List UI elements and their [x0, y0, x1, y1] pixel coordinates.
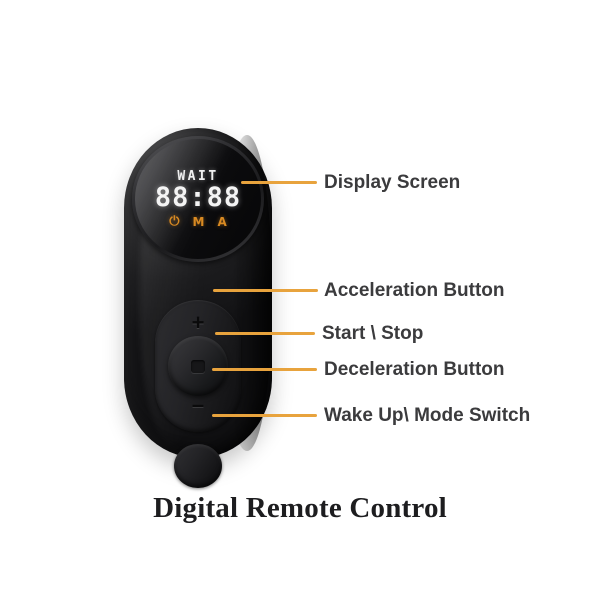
page-title: Digital Remote Control: [153, 492, 447, 524]
callout-label-start-stop: Start \ Stop: [322, 323, 424, 344]
acceleration-button[interactable]: +: [191, 310, 205, 335]
time-readout: 88:88: [154, 182, 242, 213]
leader-line-acceleration-button: [213, 289, 318, 292]
display-screen-content: WAIT 88:88 ⏻ M A: [135, 139, 261, 259]
stop-square-icon: [191, 359, 205, 373]
remote-control-device: WAIT 88:88 ⏻ M A + –: [124, 128, 272, 488]
status-text: WAIT: [177, 169, 219, 184]
deceleration-button[interactable]: –: [191, 392, 205, 417]
manual-mode-icon: M: [192, 214, 205, 229]
auto-mode-icon: A: [217, 214, 227, 229]
leader-line-start-stop: [215, 332, 315, 335]
wake-mode-switch-button[interactable]: [174, 444, 222, 488]
leader-line-display-screen: [241, 181, 317, 184]
indicator-row: ⏻ M A: [169, 215, 227, 228]
button-capsule: + –: [155, 300, 241, 432]
callout-label-acceleration-button: Acceleration Button: [324, 280, 505, 301]
callout-label-deceleration-button: Deceleration Button: [324, 359, 505, 380]
callout-label-display-screen: Display Screen: [324, 172, 461, 193]
leader-line-wake-mode-switch: [212, 414, 317, 417]
display-screen-bezel: WAIT 88:88 ⏻ M A: [132, 136, 264, 262]
start-stop-button[interactable]: [168, 336, 228, 396]
display-screen[interactable]: WAIT 88:88 ⏻ M A: [135, 139, 261, 259]
leader-line-deceleration-button: [212, 368, 317, 371]
callout-label-wake-mode-switch: Wake Up\ Mode Switch: [324, 405, 531, 426]
power-icon: ⏻: [169, 214, 180, 229]
